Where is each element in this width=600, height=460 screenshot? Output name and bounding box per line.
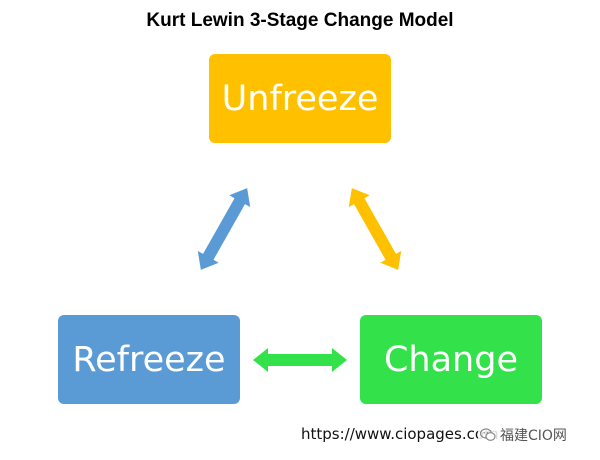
unfreeze-label: Unfreeze (221, 78, 379, 119)
diagram-title: Kurt Lewin 3-Stage Change Model (146, 10, 454, 31)
wechat-icon (480, 428, 496, 441)
refreeze-change-arrow (253, 348, 347, 372)
unfreeze-change-arrow (348, 188, 402, 270)
change-box: Change (360, 315, 542, 404)
refreeze-box: Refreeze (58, 315, 240, 404)
refreeze-label: Refreeze (72, 339, 226, 380)
refreeze-unfreeze-arrow (197, 188, 251, 270)
source-url: https://www.ciopages.com (301, 425, 499, 443)
change-label: Change (383, 339, 518, 380)
wechat-watermark: 福建CIO网 (478, 424, 571, 446)
unfreeze-box: Unfreeze (209, 54, 391, 143)
watermark-text: 福建CIO网 (500, 428, 567, 444)
